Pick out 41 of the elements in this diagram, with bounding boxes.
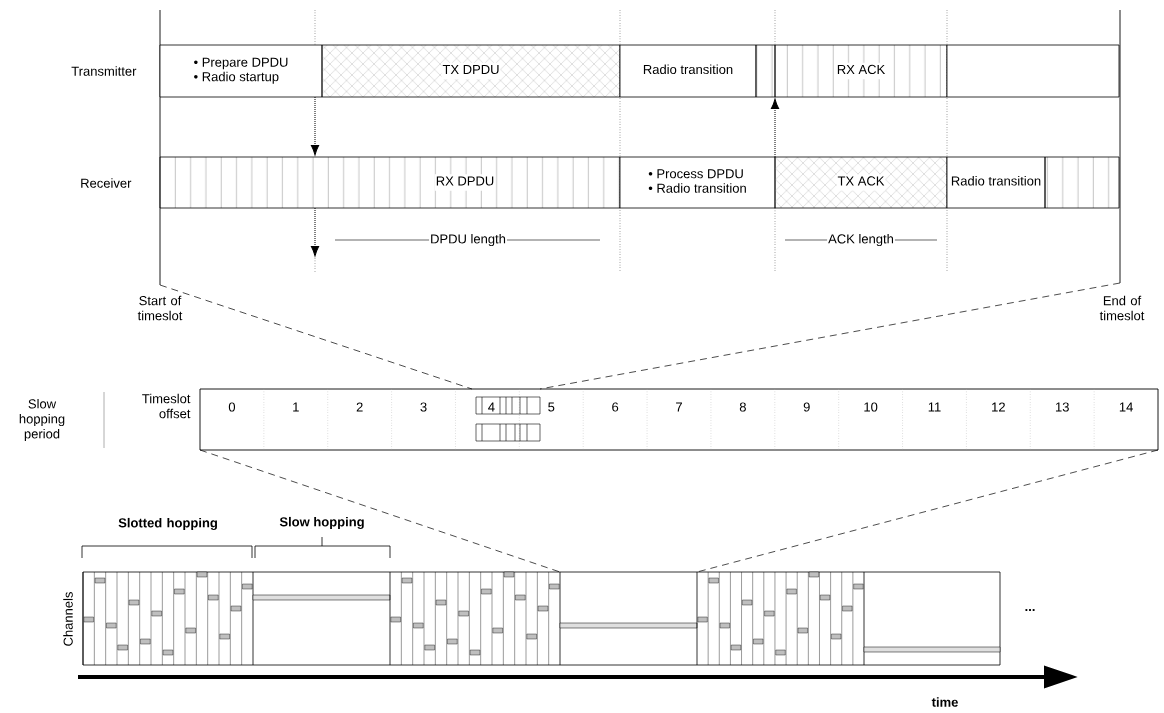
slot-number: 3 [420, 402, 427, 412]
slot-number: 9 [803, 402, 810, 412]
slot-number: 8 [739, 402, 746, 412]
axis-label: Channels [63, 592, 73, 646]
slot-number: 2 [356, 402, 363, 412]
slot-number: 10 [864, 402, 878, 412]
slot-number: 11 [928, 402, 941, 412]
row-label: Transmitter [71, 66, 137, 76]
dimension-label: ACK length [828, 233, 893, 247]
process-box: • Prepare DPDU • Radio startup [159, 44, 323, 98]
slot-number: 1 [293, 402, 299, 412]
slot-number: 5 [548, 402, 555, 412]
process-box: Radio transition [946, 156, 1046, 209]
crosshatched-box: TX ACK [774, 156, 948, 209]
slot-number: 7 [676, 402, 682, 412]
slot-number: 6 [612, 402, 619, 412]
arrow [310, 96, 320, 156]
process-box: Radio transition [619, 44, 757, 98]
bracket-label: Slow hopping [279, 516, 364, 530]
boundary-label: End of timeslot [1099, 295, 1145, 321]
slot-number: 13 [1055, 402, 1069, 412]
slot-number: 12 [992, 402, 1005, 412]
arrow [770, 98, 780, 158]
period-label: Slow hopping period [19, 398, 65, 442]
process-box [946, 44, 1120, 98]
slot-number: 4 [488, 402, 495, 412]
row-label: Timeslot offset [142, 393, 191, 419]
boundary-label: Start of timeslot [137, 295, 183, 321]
crosshatched-box: TX DPDU [321, 44, 621, 98]
axis-label: time [931, 697, 958, 707]
striped-box: RX DPDU [159, 156, 621, 209]
striped-box [1044, 156, 1120, 209]
slot-number: 14 [1119, 402, 1133, 412]
arrow [310, 207, 320, 257]
process-box: • Process DPDU • Radio transition [619, 156, 776, 209]
continuation-mark: ... [1025, 609, 1035, 611]
bracket-label: Slotted hopping [118, 517, 217, 531]
striped-box: RX ACK [774, 44, 948, 98]
slot-number: 0 [228, 402, 236, 412]
row-label: Receiver [81, 178, 132, 188]
dimension-label: DPDU length [431, 233, 506, 247]
